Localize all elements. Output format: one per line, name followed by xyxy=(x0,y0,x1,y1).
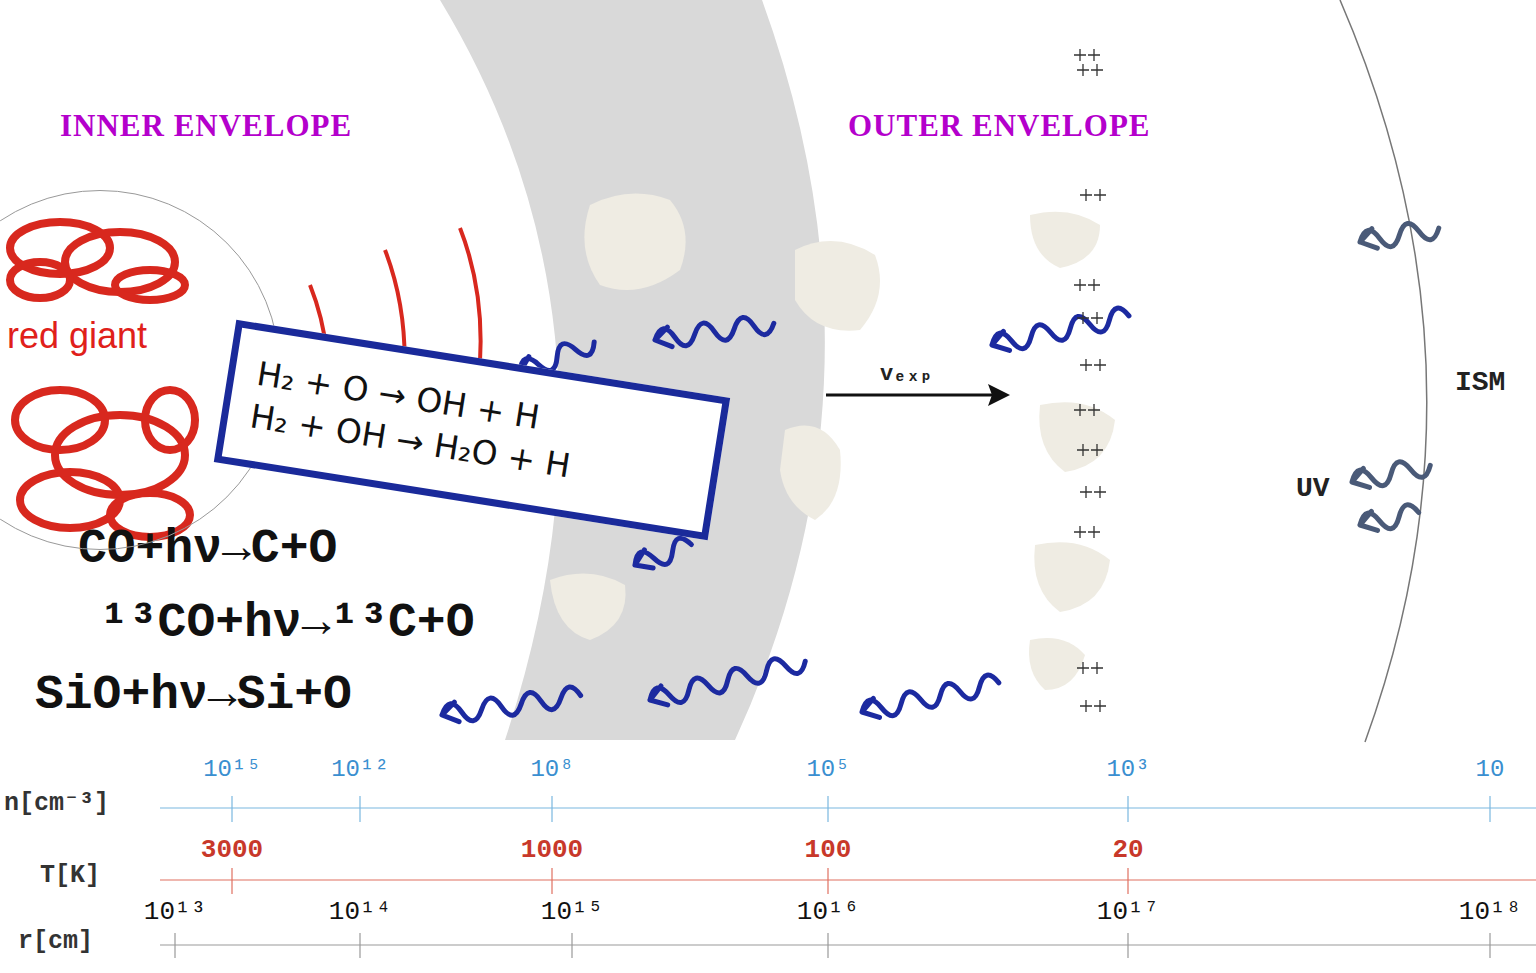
shock-marker xyxy=(1094,359,1106,371)
shock-marker xyxy=(1091,64,1103,76)
region-label: ISM xyxy=(1455,367,1505,399)
region-title: OUTER ENVELOPE xyxy=(848,108,1151,144)
star-label: red giant xyxy=(7,315,147,356)
shock-marker xyxy=(1077,64,1089,76)
shock-marker xyxy=(1091,312,1103,324)
reaction: SiO+hν→Si+O xyxy=(35,668,352,723)
temperature-value: 3000 xyxy=(201,836,263,866)
expansion-arrow xyxy=(826,384,1010,406)
uv-photon-arrow xyxy=(990,305,1131,355)
radius-value: 10¹³ xyxy=(144,898,206,928)
axes xyxy=(160,796,1536,958)
uv-photon-arrow xyxy=(631,534,695,574)
temperature-value: 100 xyxy=(805,836,852,866)
density-value: 10¹⁵ xyxy=(203,756,261,784)
radius-value: 10¹⁸ xyxy=(1459,898,1521,928)
temperature-value: 20 xyxy=(1112,836,1143,866)
radius-value: 10¹⁶ xyxy=(797,898,859,928)
uv-photon-arrow xyxy=(653,312,775,349)
shock-marker xyxy=(1074,49,1086,61)
uv-photon-arrow xyxy=(440,685,582,725)
reaction: ¹³CO+hν→¹³C+O xyxy=(100,596,474,651)
shock-marker xyxy=(1077,312,1089,324)
radius-value: 10¹⁷ xyxy=(1097,898,1159,928)
shock-marker xyxy=(1094,189,1106,201)
axis-label: T[K] xyxy=(40,862,100,891)
density-value: 10⁸ xyxy=(530,756,573,784)
uv-photon-arrow xyxy=(647,651,807,710)
radius-value: 10¹⁵ xyxy=(541,898,603,928)
density-value: 10⁵ xyxy=(806,756,849,784)
shock-marker xyxy=(1091,662,1103,674)
density-value: 10³ xyxy=(1106,756,1149,784)
region-title: INNER ENVELOPE xyxy=(60,108,352,144)
uv-photon-arrow xyxy=(860,672,1001,722)
shock-marker xyxy=(1088,404,1100,416)
shock-marker xyxy=(1074,404,1086,416)
density-value: 10¹² xyxy=(331,756,389,784)
velocity-label: vₑₓₚ xyxy=(880,362,933,387)
shock-marker xyxy=(1091,444,1103,456)
shock-marker xyxy=(1080,189,1092,201)
ism-boundary-arc xyxy=(1340,0,1427,742)
uv-photon-arrow xyxy=(1358,502,1421,535)
temperature-value: 1000 xyxy=(521,836,583,866)
star-surface-scribble xyxy=(10,222,195,537)
shock-marker xyxy=(1088,526,1100,538)
reaction: CO+hν→C+O xyxy=(78,522,337,577)
shock-marker xyxy=(1077,662,1089,674)
density-value: 10 xyxy=(1476,756,1505,784)
uv-photon-arrow xyxy=(1350,455,1433,492)
axis-label: n[cm⁻³] xyxy=(4,790,109,819)
shock-marker xyxy=(1077,444,1089,456)
shock-marker xyxy=(1094,486,1106,498)
uv-photon-arrow xyxy=(1358,217,1440,252)
shock-marker xyxy=(1074,279,1086,291)
shock-marker xyxy=(1080,700,1092,712)
shock-marker xyxy=(1088,49,1100,61)
shock-marker xyxy=(1088,279,1100,291)
shock-marker xyxy=(1080,486,1092,498)
shock-markers xyxy=(1074,49,1106,712)
axis-label: r[cm] xyxy=(18,928,93,957)
shock-marker xyxy=(1080,359,1092,371)
radiation-label: UV xyxy=(1296,473,1330,505)
radius-value: 10¹⁴ xyxy=(329,898,391,928)
shock-marker xyxy=(1094,700,1106,712)
shock-marker xyxy=(1074,526,1086,538)
